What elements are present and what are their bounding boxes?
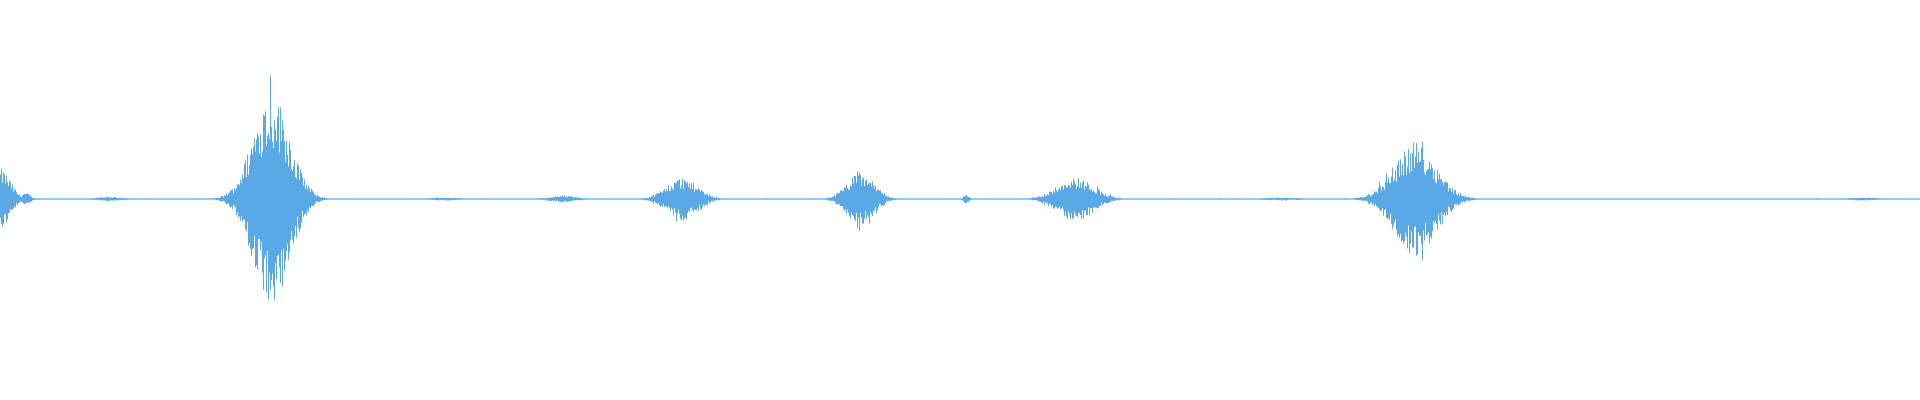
waveform-sample-path xyxy=(0,75,1920,300)
waveform-samples xyxy=(0,75,1920,300)
